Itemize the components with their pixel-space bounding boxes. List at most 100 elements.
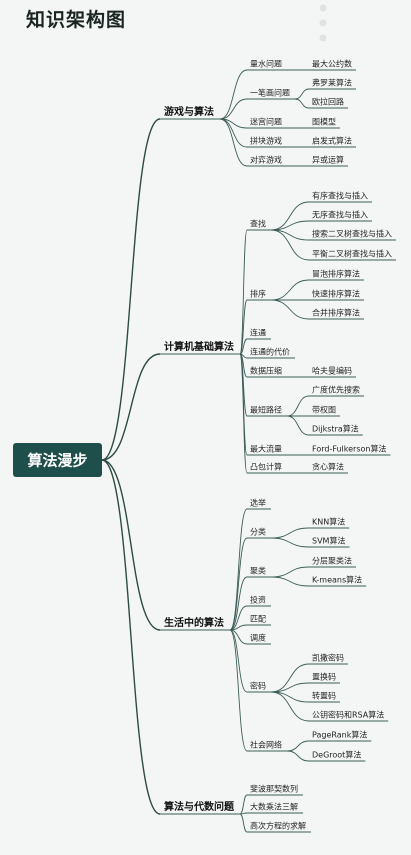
branch-to-topic-edge: [229, 576, 248, 631]
branch-to-topic-edge: [239, 353, 248, 474]
topic-to-leaf-edge: [270, 682, 310, 693]
topic-label[interactable]: 选举: [250, 498, 266, 508]
branch-to-topic-edge: [229, 508, 248, 631]
topic-label[interactable]: 迷宫问题: [250, 117, 282, 127]
topic-to-leaf-edge: [270, 229, 310, 241]
topic-to-leaf-edge: [286, 740, 310, 752]
leaf-label[interactable]: 分层聚类法: [312, 556, 352, 566]
leaf-label[interactable]: 最大公约数: [312, 59, 352, 69]
leaf-label[interactable]: 图模型: [312, 117, 336, 127]
leaf-label[interactable]: 贪心算法: [312, 462, 344, 472]
topic-to-leaf-edge: [270, 566, 310, 578]
branch-to-topic-edge: [229, 629, 248, 752]
topic-label[interactable]: 排序: [250, 289, 266, 299]
topic-label[interactable]: 拼块游戏: [250, 136, 282, 146]
leaf-label[interactable]: 转置码: [312, 691, 336, 701]
leaf-label[interactable]: 合并排序算法: [312, 308, 360, 318]
topic-to-leaf-edge: [286, 395, 310, 417]
topic-to-leaf-edge: [294, 98, 310, 109]
topic-label[interactable]: 连通的代价: [250, 347, 290, 357]
root-node-label: 算法漫步: [27, 452, 87, 470]
root-to-branch-edge: [101, 459, 161, 815]
topic-label[interactable]: 量水问题: [250, 59, 282, 69]
branch-label[interactable]: 算法与代数问题: [163, 800, 235, 813]
branch-to-topic-edge: [229, 537, 248, 631]
topic-label[interactable]: 数据压缩: [250, 366, 282, 376]
branch-to-topic-edge: [239, 338, 248, 355]
topic-label[interactable]: 斐波那契数列: [250, 784, 298, 794]
topic-to-leaf-edge: [270, 691, 310, 722]
leaf-label[interactable]: 广度优先搜索: [312, 385, 360, 395]
leaf-label[interactable]: 公钥密码和RSA算法: [312, 710, 384, 720]
branch-to-topic-edge: [239, 794, 248, 815]
leaf-label[interactable]: 置换码: [312, 672, 336, 682]
topic-to-leaf-edge: [270, 663, 310, 693]
topic-to-leaf-edge: [270, 299, 310, 320]
topic-label[interactable]: 一笔画问题: [250, 88, 290, 98]
topic-to-leaf-edge: [270, 691, 310, 703]
leaf-label[interactable]: 冒泡排序算法: [312, 269, 360, 279]
topic-label[interactable]: 密码: [250, 681, 266, 691]
topic-to-leaf-edge: [294, 88, 310, 100]
root-node-box: [13, 443, 102, 477]
branch-to-topic-edge: [219, 98, 248, 120]
topic-label[interactable]: 凸包计算: [250, 462, 282, 472]
leaf-label[interactable]: 哈夫曼编码: [312, 366, 352, 376]
leaf-label[interactable]: 启发式算法: [312, 136, 352, 146]
leaf-label[interactable]: 凯撒密码: [312, 653, 344, 663]
root-to-branch-edge: [101, 353, 161, 461]
leaf-label[interactable]: 带权图: [312, 405, 336, 415]
branch-label[interactable]: 游戏与算法: [164, 105, 214, 118]
leaf-label[interactable]: PageRank算法: [312, 730, 367, 740]
leaf-label[interactable]: 有序查找与插入: [312, 191, 368, 201]
leaf-label[interactable]: 搜索二叉树查找与插入: [312, 229, 392, 239]
topic-to-leaf-edge: [270, 201, 310, 231]
topic-label[interactable]: 投资: [250, 595, 266, 605]
leaf-label[interactable]: DeGroot算法: [312, 750, 361, 760]
topic-to-leaf-edge: [286, 750, 310, 762]
topic-to-leaf-edge: [270, 229, 310, 261]
topic-to-leaf-edge: [270, 537, 310, 548]
root-to-branch-edge: [101, 118, 161, 461]
leaf-label[interactable]: 无序查找与插入: [312, 210, 368, 220]
topic-label[interactable]: 社会网络: [250, 740, 282, 750]
topic-label[interactable]: 连通: [250, 328, 266, 338]
topic-to-leaf-edge: [270, 576, 310, 587]
root-to-branch-edge: [101, 459, 161, 631]
topic-label[interactable]: 调度: [250, 633, 266, 643]
branch-to-topic-edge: [239, 299, 248, 355]
leaf-label[interactable]: 平衡二叉树查找与插入: [312, 249, 392, 259]
leaf-label[interactable]: 异或运算: [312, 155, 344, 165]
more-dots-icon[interactable]: [316, 2, 330, 44]
root-node[interactable]: 算法漫步: [13, 443, 102, 477]
topic-to-leaf-edge: [286, 415, 310, 436]
branch-to-topic-edge: [239, 813, 248, 833]
branch-to-topic-edge: [239, 229, 248, 355]
leaf-label[interactable]: 快速排序算法: [312, 289, 360, 299]
topic-label[interactable]: 最大流量: [250, 444, 282, 454]
topic-label[interactable]: 大数乘法三解: [250, 802, 298, 812]
topic-label[interactable]: 查找: [250, 219, 266, 229]
topic-to-leaf-edge: [270, 279, 310, 301]
leaf-label[interactable]: K-means算法: [312, 575, 362, 585]
topic-label[interactable]: 对弈游戏: [250, 155, 282, 165]
topic-label[interactable]: 分类: [250, 527, 266, 537]
branch-to-topic-edge: [219, 69, 248, 120]
leaf-label[interactable]: 欧拉回路: [312, 97, 344, 107]
topic-to-leaf-edge: [270, 220, 310, 231]
topic-label[interactable]: 高次方程的求解: [250, 821, 306, 831]
leaf-label[interactable]: 弗罗莱算法: [312, 78, 352, 88]
leaf-label[interactable]: KNN算法: [312, 517, 345, 527]
branch-label[interactable]: 生活中的算法: [164, 616, 224, 629]
branch-label[interactable]: 计算机基础算法: [164, 340, 234, 353]
topic-label[interactable]: 最短路径: [250, 405, 282, 415]
topic-label[interactable]: 匹配: [250, 615, 266, 624]
branch-to-topic-edge: [229, 605, 248, 631]
leaf-label[interactable]: Dijkstra算法: [312, 424, 359, 434]
topic-label[interactable]: 聚类: [250, 566, 266, 576]
leaf-label[interactable]: SVM算法: [312, 536, 345, 546]
branch-to-topic-edge: [229, 629, 248, 645]
leaf-label[interactable]: Ford-Fulkerson算法: [312, 444, 386, 454]
page-title: 知识架构图: [26, 9, 127, 31]
